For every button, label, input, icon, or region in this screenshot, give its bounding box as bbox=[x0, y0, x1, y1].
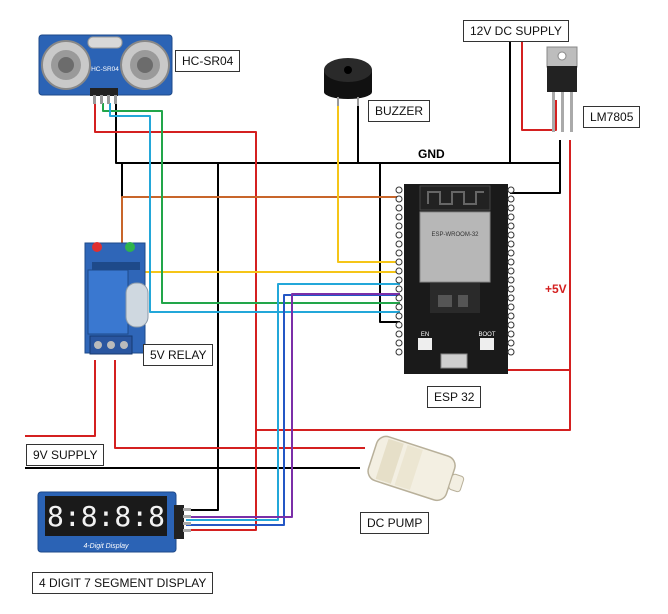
esp32-pin bbox=[507, 186, 515, 194]
relay-led-green bbox=[125, 242, 135, 252]
esp32-pin bbox=[395, 204, 403, 212]
esp32-pin bbox=[507, 222, 515, 230]
esp32-pin bbox=[395, 267, 403, 275]
esp32-pin bbox=[395, 249, 403, 257]
esp32-pin bbox=[395, 321, 403, 329]
esp32-pin bbox=[395, 294, 403, 302]
esp32-pin bbox=[507, 267, 515, 275]
esp32-boot-button bbox=[480, 338, 494, 350]
esp32-boot-text: BOOT bbox=[478, 332, 495, 338]
sensor-print-text: HC-SR04 bbox=[91, 66, 119, 73]
echo-wire bbox=[109, 103, 400, 313]
esp32-pin bbox=[395, 186, 403, 194]
lm7805-regulator bbox=[546, 46, 578, 132]
buzzer-label: BUZZER bbox=[368, 100, 430, 122]
lm7805-label: LM7805 bbox=[583, 106, 641, 128]
esp32-board: ESP-WROOM-32 EN BOOT bbox=[395, 184, 515, 374]
esp32-pin bbox=[507, 339, 515, 347]
sensor-header bbox=[90, 88, 118, 96]
esp32-pin bbox=[507, 258, 515, 266]
relay-label: 5V RELAY bbox=[143, 344, 214, 366]
four-digit-display: 8:8:8:8 4-Digit Display bbox=[37, 491, 191, 553]
esp32-label: ESP 32 bbox=[427, 386, 482, 408]
esp32-pin bbox=[507, 204, 515, 212]
esp32-pin bbox=[507, 330, 515, 338]
gnd-to-esp-wire bbox=[510, 163, 561, 194]
esp32-pin bbox=[395, 348, 403, 356]
esp32-pin bbox=[395, 330, 403, 338]
display-purple-wire bbox=[186, 293, 400, 518]
plus5v-label: +5V bbox=[545, 282, 567, 296]
relay-to-pump-wire bbox=[114, 360, 365, 449]
esp32-pin bbox=[395, 222, 403, 230]
esp32-pin bbox=[507, 348, 515, 356]
esp32-pin bbox=[507, 276, 515, 284]
sensor-crystal bbox=[87, 36, 123, 49]
wires bbox=[25, 40, 571, 531]
esp32-pin bbox=[395, 213, 403, 221]
esp32-module-text: ESP-WROOM-32 bbox=[431, 232, 479, 238]
buzzer-signal-wire bbox=[337, 100, 400, 263]
buzzer-component bbox=[324, 58, 372, 106]
esp32-en-text: EN bbox=[421, 332, 429, 338]
supply9-label: 9V SUPPLY bbox=[26, 444, 105, 466]
trig-wire bbox=[102, 103, 400, 304]
display-clk-wire bbox=[186, 283, 400, 521]
esp32-pin bbox=[507, 249, 515, 257]
display-digits-text: 8:8:8:8 bbox=[47, 500, 165, 533]
sensor-vcc-wire bbox=[94, 103, 257, 531]
gnd-to-display-wire bbox=[186, 163, 219, 511]
esp32-pin bbox=[395, 285, 403, 293]
relay-module bbox=[84, 242, 149, 355]
esp32-pin bbox=[395, 339, 403, 347]
esp32-pin-headers bbox=[395, 186, 515, 356]
esp32-pin bbox=[395, 312, 403, 320]
esp32-pin bbox=[507, 312, 515, 320]
esp32-pin bbox=[395, 240, 403, 248]
12v-red-wire bbox=[521, 40, 557, 131]
esp32-pin bbox=[507, 240, 515, 248]
esp32-pin bbox=[395, 195, 403, 203]
relay-led-red bbox=[92, 242, 102, 252]
esp32-antenna bbox=[419, 185, 491, 211]
esp32-en-button bbox=[418, 338, 432, 350]
plus5v-rail-wire bbox=[256, 140, 571, 431]
esp32-pin bbox=[395, 231, 403, 239]
gnd-to-esp-left-wire bbox=[379, 163, 400, 323]
esp32-pin bbox=[395, 258, 403, 266]
esp32-pin bbox=[507, 195, 515, 203]
esp32-pin bbox=[507, 231, 515, 239]
pump-label: DC PUMP bbox=[360, 512, 430, 534]
display-print-text: 4-Digit Display bbox=[83, 543, 129, 550]
supply12-label: 12V DC SUPPLY bbox=[463, 20, 569, 42]
esp32-pin bbox=[507, 321, 515, 329]
gnd-label: GND bbox=[418, 147, 445, 161]
esp32-pin bbox=[395, 276, 403, 284]
display-label: 4 DIGIT 7 SEGMENT DISPLAY bbox=[32, 572, 214, 594]
esp32-module bbox=[419, 211, 491, 283]
esp32-pin bbox=[507, 285, 515, 293]
esp32-pin bbox=[507, 294, 515, 302]
hcsr04-label: HC-SR04 bbox=[175, 50, 241, 72]
esp32-usb-port bbox=[440, 353, 468, 369]
dc-pump bbox=[367, 435, 465, 502]
hc-sr04-sensor: HC-SR04 bbox=[38, 34, 173, 104]
esp32-pin bbox=[507, 213, 515, 221]
esp32-pin bbox=[395, 303, 403, 311]
esp32-pin bbox=[507, 303, 515, 311]
relay-signal-wire bbox=[121, 196, 400, 245]
9v-red-wire bbox=[25, 360, 96, 437]
